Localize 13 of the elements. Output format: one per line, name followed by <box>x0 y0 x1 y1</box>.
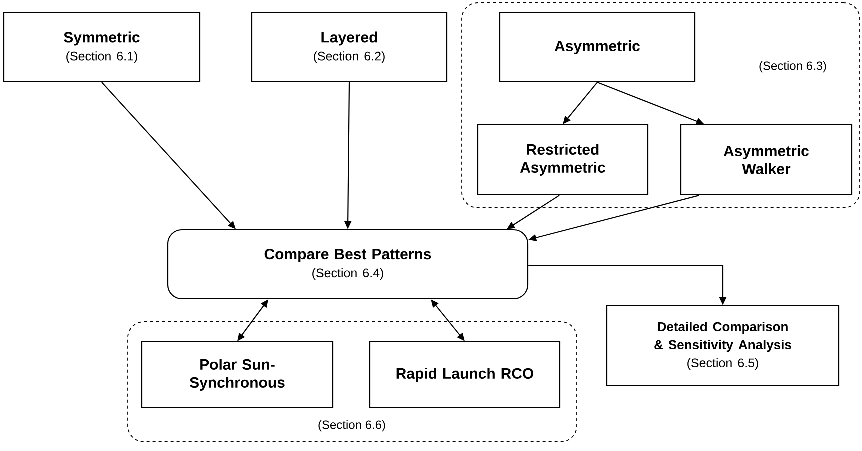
process-box: Symmetric (Section 6.1) <box>3 12 201 83</box>
process-box: Restricted Asymmetric <box>477 124 649 196</box>
process-box: Asymmetric Walker <box>680 124 853 196</box>
process-box: Polar Sun-Synchronous <box>141 341 334 409</box>
process-box: Rapid Launch RCO <box>369 341 561 409</box>
process-box: Layered (Section 6.2) <box>251 12 448 83</box>
process-box: Asymmetric <box>499 12 696 83</box>
process-box: Compare Best Patterns (Section 6.4) <box>167 229 529 300</box>
process-box: Detailed Comparison & Sensitivity Analysis (Section 6.5) <box>606 305 840 387</box>
group-frame <box>128 322 578 442</box>
section-label: (Section 6.6) <box>318 420 386 432</box>
section-label: (Section 6.3) <box>760 61 826 73</box>
group-frame <box>462 2 860 208</box>
